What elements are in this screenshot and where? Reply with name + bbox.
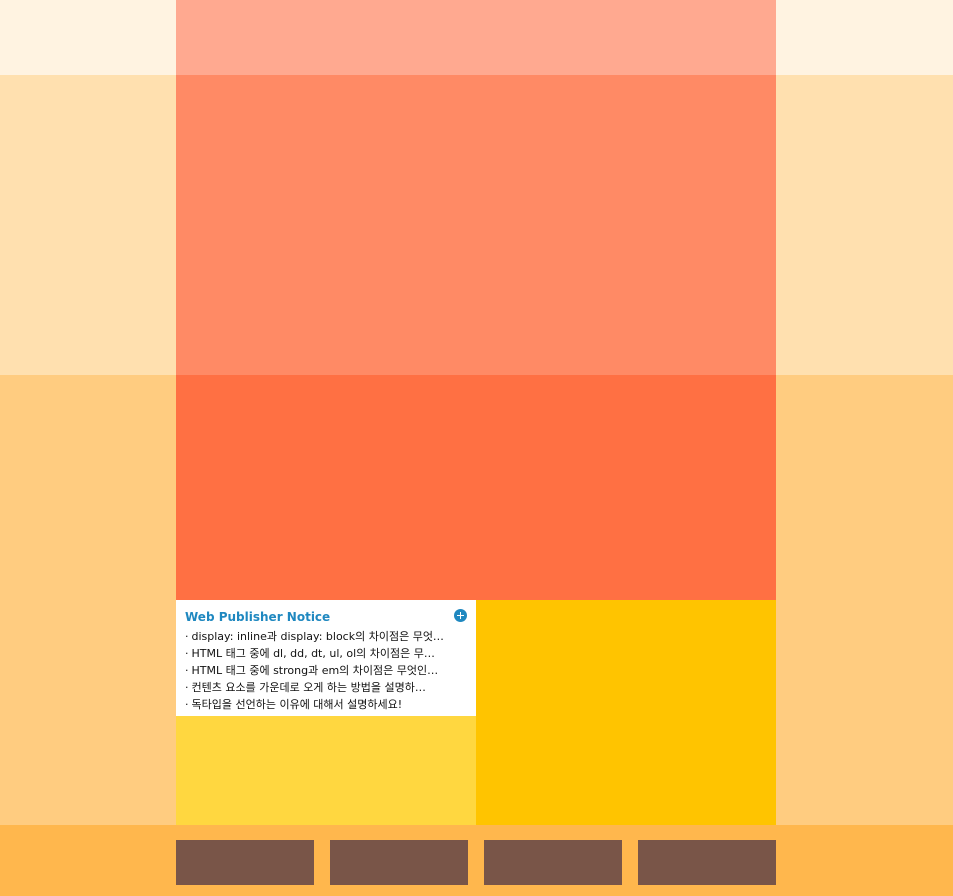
footer-button-4[interactable] xyxy=(638,840,776,885)
footer-button-3[interactable] xyxy=(484,840,622,885)
notice-item[interactable]: ·컨텐츠 요소를 가운데로 오게 하는 방법을 설명하… xyxy=(185,679,467,696)
bullet: · xyxy=(185,630,189,643)
content-top-area xyxy=(176,375,776,600)
notice-item-text: HTML 태그 중에 dl, dd, dt, ul, ol의 차이점은 무… xyxy=(191,647,435,660)
notice-item[interactable]: ·독타입을 선언하는 이유에 대해서 설명하세요! xyxy=(185,696,467,713)
notice-list: ·display: inline과 display: block의 차이점은 무… xyxy=(185,628,467,713)
notice-item-text: display: inline과 display: block의 차이점은 무엇… xyxy=(191,630,444,643)
bullet: · xyxy=(185,681,189,694)
header-area xyxy=(176,0,776,75)
content-right-area xyxy=(476,600,776,825)
notice-item-text: 컨텐츠 요소를 가운데로 오게 하는 방법을 설명하… xyxy=(191,681,426,694)
footer-button-1[interactable] xyxy=(176,840,314,885)
bullet: · xyxy=(185,647,189,660)
notice-item-text: 독타입을 선언하는 이유에 대해서 설명하세요! xyxy=(191,698,403,711)
plus-circle-icon[interactable] xyxy=(454,609,467,622)
notice-panel: Web Publisher Notice ·display: inline과 d… xyxy=(176,600,476,716)
notice-item[interactable]: ·display: inline과 display: block의 차이점은 무… xyxy=(185,628,467,645)
footer-button-2[interactable] xyxy=(330,840,468,885)
bullet: · xyxy=(185,698,189,711)
notice-title: Web Publisher Notice xyxy=(185,610,331,624)
notice-item[interactable]: ·HTML 태그 중에 dl, dd, dt, ul, ol의 차이점은 무… xyxy=(185,645,467,662)
banner-area xyxy=(176,75,776,375)
footer-band xyxy=(0,825,953,896)
notice-item[interactable]: ·HTML 태그 중에 strong과 em의 차이점은 무엇인… xyxy=(185,662,467,679)
notice-item-text: HTML 태그 중에 strong과 em의 차이점은 무엇인… xyxy=(191,664,439,677)
bullet: · xyxy=(185,664,189,677)
